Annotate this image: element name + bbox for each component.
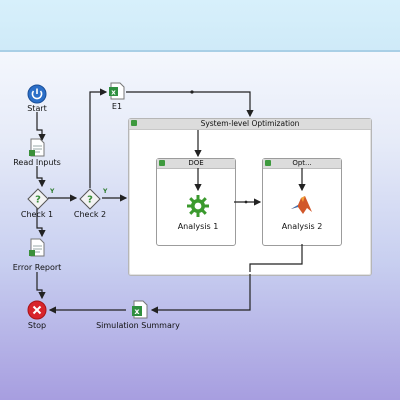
e1-node[interactable]: x (108, 82, 126, 100)
excel-icon: x (109, 82, 125, 100)
read-inputs-node[interactable] (28, 138, 48, 158)
error-report-label: Error Report (12, 263, 62, 272)
system-optimization-title: System-level Optimization (200, 119, 300, 128)
wire-read-check1 (36, 166, 46, 188)
top-band (0, 0, 400, 50)
error-report-node[interactable] (28, 238, 48, 258)
read-inputs-label: Read Inputs (13, 158, 61, 167)
check2-node[interactable]: ? (79, 188, 101, 210)
gear-icon (187, 195, 209, 217)
enabled-check-icon (265, 160, 271, 166)
check2-label: Check 2 (73, 210, 107, 219)
check2-yes-port: Y (103, 188, 108, 195)
decision-diamond-icon: ? (79, 188, 101, 210)
check1-label: Check 1 (20, 210, 54, 219)
svg-text:?: ? (87, 195, 93, 206)
start-node[interactable] (27, 84, 47, 104)
stop-label: Stop (27, 321, 47, 330)
document-icon (29, 138, 45, 157)
analysis1-label: Analysis 1 (177, 222, 219, 231)
e1-label: E1 (111, 102, 123, 111)
wire-sys-summary (150, 274, 251, 314)
canvas-divider (0, 50, 400, 52)
doe-title: DOE (188, 159, 204, 167)
check1-node[interactable]: ? (27, 188, 49, 210)
enabled-check-icon (131, 120, 137, 126)
svg-text:x: x (134, 307, 140, 316)
enabled-check-icon (159, 160, 165, 166)
stop-node[interactable] (27, 300, 47, 320)
document-icon (29, 238, 45, 257)
wire-check2-e1 (89, 88, 108, 188)
opt-title: Opt... (292, 159, 312, 167)
simulation-summary-label: Simulation Summary (96, 321, 180, 330)
start-label: Start (27, 104, 47, 113)
analysis2-node[interactable] (290, 194, 314, 218)
wire-error-stop (36, 272, 46, 300)
wire-e1-sys (126, 91, 254, 118)
stop-x-icon (27, 300, 47, 320)
wire-check1-error (36, 208, 46, 238)
wire-opt-out (249, 244, 303, 272)
system-optimization-header: System-level Optimization (129, 119, 371, 130)
check1-yes-port: Y (50, 188, 55, 195)
power-icon (27, 84, 47, 104)
analysis2-label: Analysis 2 (281, 222, 323, 231)
decision-diamond-icon: ? (27, 188, 49, 210)
doe-header: DOE (157, 159, 235, 169)
svg-text:x: x (111, 89, 116, 97)
matlab-icon (291, 196, 312, 214)
wire-start-read (36, 112, 46, 142)
analysis1-node[interactable] (186, 194, 210, 218)
excel-icon: x (132, 300, 148, 319)
simulation-summary-node[interactable]: x (130, 300, 150, 320)
svg-text:?: ? (35, 195, 41, 206)
